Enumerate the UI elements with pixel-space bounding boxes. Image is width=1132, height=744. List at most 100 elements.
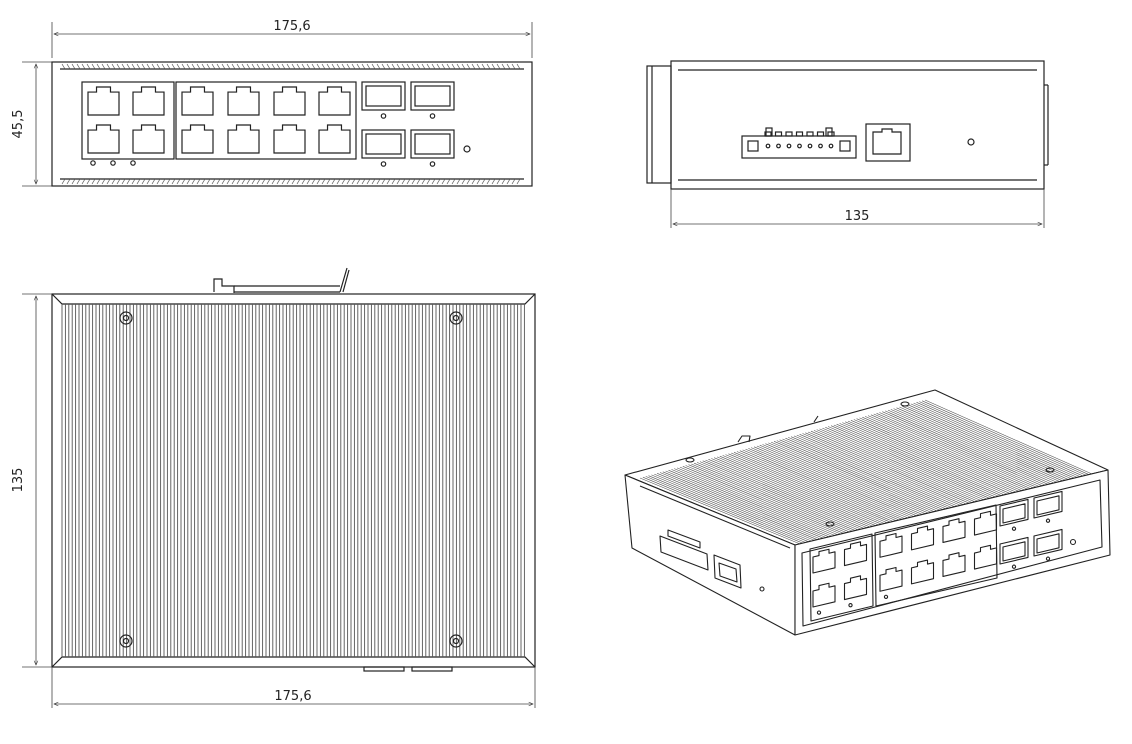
rj45-group-2-frame	[175, 81, 357, 160]
front-rj45-ports	[87, 86, 351, 154]
iso-port-led	[816, 610, 822, 615]
sfp-port-inner	[414, 133, 451, 155]
front-top-fins	[61, 63, 521, 70]
iso-rj45-port	[879, 566, 903, 592]
rj45-port	[318, 86, 351, 116]
front-view: 175,6 45,5	[11, 19, 533, 187]
rj45-group-1-frame	[81, 81, 175, 160]
rj45-port	[87, 124, 120, 154]
front-width-label: 175,6	[273, 19, 310, 34]
side-view: 135	[646, 60, 1049, 228]
sfp-port	[410, 129, 455, 159]
terminal-screw	[795, 131, 804, 137]
iso-rj45-port	[879, 532, 903, 558]
terminal-screw	[827, 131, 835, 137]
rj45-port	[87, 86, 120, 116]
iso-front-inner	[801, 479, 1103, 627]
rj45-port	[132, 86, 165, 116]
terminal-pin	[776, 143, 781, 149]
iso-sfp-port-inner	[1036, 495, 1060, 516]
iso-sfp-port-inner	[1002, 503, 1026, 524]
front-leds	[90, 160, 136, 166]
console-rj45-port	[865, 123, 911, 162]
iso-sfp-port	[1033, 490, 1063, 519]
terminal-screw	[806, 131, 814, 137]
iso-rj45-port	[973, 510, 998, 536]
front-width-dimension	[51, 22, 533, 58]
iso-front-face	[794, 469, 1111, 636]
top-depth-dimension	[22, 293, 52, 668]
isometric-view	[624, 389, 1111, 636]
terminal-screw	[785, 131, 793, 137]
mounting-screws	[119, 311, 463, 648]
terminal-screw	[764, 131, 772, 137]
din-rail-clip	[213, 267, 350, 293]
terminal-pin	[765, 143, 771, 149]
iso-rj45-port	[812, 548, 836, 574]
terminal-pin	[828, 143, 834, 149]
iso-sfp-led	[1045, 556, 1051, 561]
side-ground-hole	[967, 138, 975, 146]
iso-sfp-ports	[999, 490, 1063, 569]
iso-port-led	[848, 603, 853, 608]
iso-rj45-group-1-frame	[809, 533, 874, 622]
iso-rj45-port	[812, 582, 836, 608]
terminal-screw	[816, 131, 825, 137]
sfp-port	[361, 129, 406, 159]
sfp-led	[429, 161, 436, 167]
iso-rj45-port	[942, 518, 966, 543]
iso-port-led	[883, 594, 889, 599]
iso-sfp-port	[999, 536, 1029, 565]
terminal-screw	[774, 131, 783, 137]
rj45-port	[273, 124, 306, 154]
iso-sfp-led	[1011, 564, 1017, 569]
bottom-tabs	[363, 666, 453, 672]
iso-rj45-port	[942, 552, 966, 577]
iso-rj45-port	[843, 541, 868, 567]
rj45-port	[132, 124, 165, 154]
iso-side-ports	[659, 529, 765, 592]
terminal-block	[741, 127, 857, 159]
top-width-label: 175,6	[274, 689, 311, 704]
top-body-outline	[51, 293, 536, 668]
top-depth-label: 135	[11, 468, 26, 493]
sfp-led	[380, 161, 387, 167]
sfp-led	[429, 113, 436, 119]
front-height-label: 45,5	[11, 110, 26, 139]
rj45-port	[181, 124, 214, 154]
rj45-port	[227, 86, 260, 116]
iso-sfp-port	[999, 498, 1029, 527]
terminal-pin	[786, 143, 792, 149]
side-body-outline	[670, 60, 1045, 190]
iso-sfp-led	[1045, 518, 1051, 523]
front-body-outline	[51, 61, 533, 187]
rj45-port	[318, 124, 351, 154]
iso-rj45-port	[910, 559, 935, 585]
front-height-dimension	[22, 61, 60, 187]
iso-sfp-port	[1033, 528, 1063, 557]
iso-rj45-port	[843, 575, 868, 601]
rj45-port	[181, 86, 214, 116]
sfp-port-inner	[365, 85, 402, 107]
iso-sfp-led	[1011, 526, 1017, 531]
terminal-pin	[807, 143, 813, 149]
rj45-port	[227, 124, 260, 154]
iso-heatsink-fins	[639, 399, 1093, 547]
iso-din-clip	[737, 435, 751, 443]
iso-rj45-port	[973, 544, 998, 570]
top-width-dimension	[51, 667, 536, 708]
sfp-led	[380, 113, 387, 119]
front-sfp-ports	[361, 81, 455, 167]
side-depth-label: 135	[845, 209, 870, 224]
sfp-port-inner	[365, 133, 402, 155]
iso-sfp-port-inner	[1036, 533, 1060, 554]
iso-screws	[685, 401, 1055, 527]
din-clip-profile	[646, 65, 672, 184]
terminal-pin	[797, 143, 802, 149]
rj45-port	[273, 86, 306, 116]
front-reset-hole	[463, 145, 471, 153]
iso-rj45-ports	[809, 504, 998, 622]
side-depth-dimension	[670, 189, 1045, 228]
